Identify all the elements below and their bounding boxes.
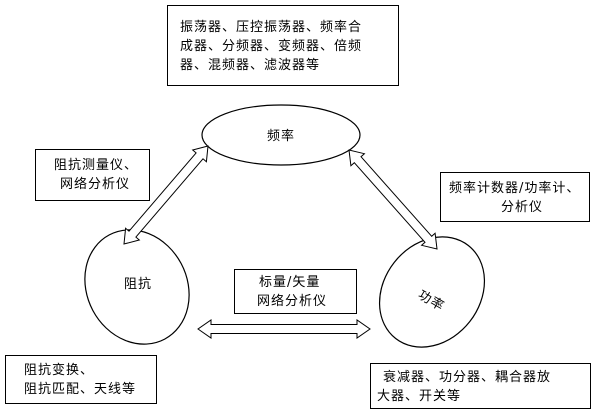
frequency-devices-line: 振荡器、压控振荡器、频率合 <box>180 20 363 35</box>
power-node-ellipse <box>378 236 486 348</box>
impedance-devices-line: 阻抗变换、 <box>24 363 95 378</box>
frequency-devices-box: 振荡器、压控振荡器、频率合 成器、分频器、变频器、倍频 器、混频器、滤波器等 <box>167 5 399 86</box>
frequency-node-ellipse <box>201 104 361 166</box>
impedance-power-double-arrow <box>197 319 371 339</box>
frequency-impedance-double-arrow <box>123 145 209 245</box>
frequency-node-label: 频率 <box>267 129 296 144</box>
impedance-node-label: 阻抗 <box>124 277 153 292</box>
impedance-instruments-line: 阻抗测量仪、 <box>54 158 139 173</box>
power-devices-box: 衰减器、功分器、耦合器放 大器、开关等 <box>370 363 591 409</box>
frequency-devices-line: 器、混频器、滤波器等 <box>180 58 321 73</box>
frequency-devices-line: 成器、分频器、变频器、倍频 <box>180 39 363 54</box>
impedance-instruments-box: 阻抗测量仪、 网络分析仪 <box>35 149 150 201</box>
impedance-instruments-line: 网络分析仪 <box>60 177 131 192</box>
power-devices-line: 大器、开关等 <box>377 389 462 404</box>
frequency-power-double-arrow <box>348 149 438 250</box>
power-instruments-line: 分析仪 <box>501 200 544 215</box>
power-devices-line: 衰减器、功分器、耦合器放 <box>383 370 552 385</box>
power-instruments-box: 频率计数器/功率计、 分析仪 <box>440 172 590 222</box>
impedance-devices-box: 阻抗变换、 阻抗匹配、天线等 <box>5 355 157 404</box>
network-analyzer-line: 网络分析仪 <box>257 294 328 309</box>
impedance-node-ellipse <box>84 229 190 345</box>
network-analyzer-line: 标量/矢量 <box>259 275 321 290</box>
power-instruments-line: 频率计数器/功率计、 <box>449 181 581 196</box>
network-analyzer-box: 标量/矢量 网络分析仪 <box>234 269 357 314</box>
impedance-devices-line: 阻抗匹配、天线等 <box>24 382 137 397</box>
